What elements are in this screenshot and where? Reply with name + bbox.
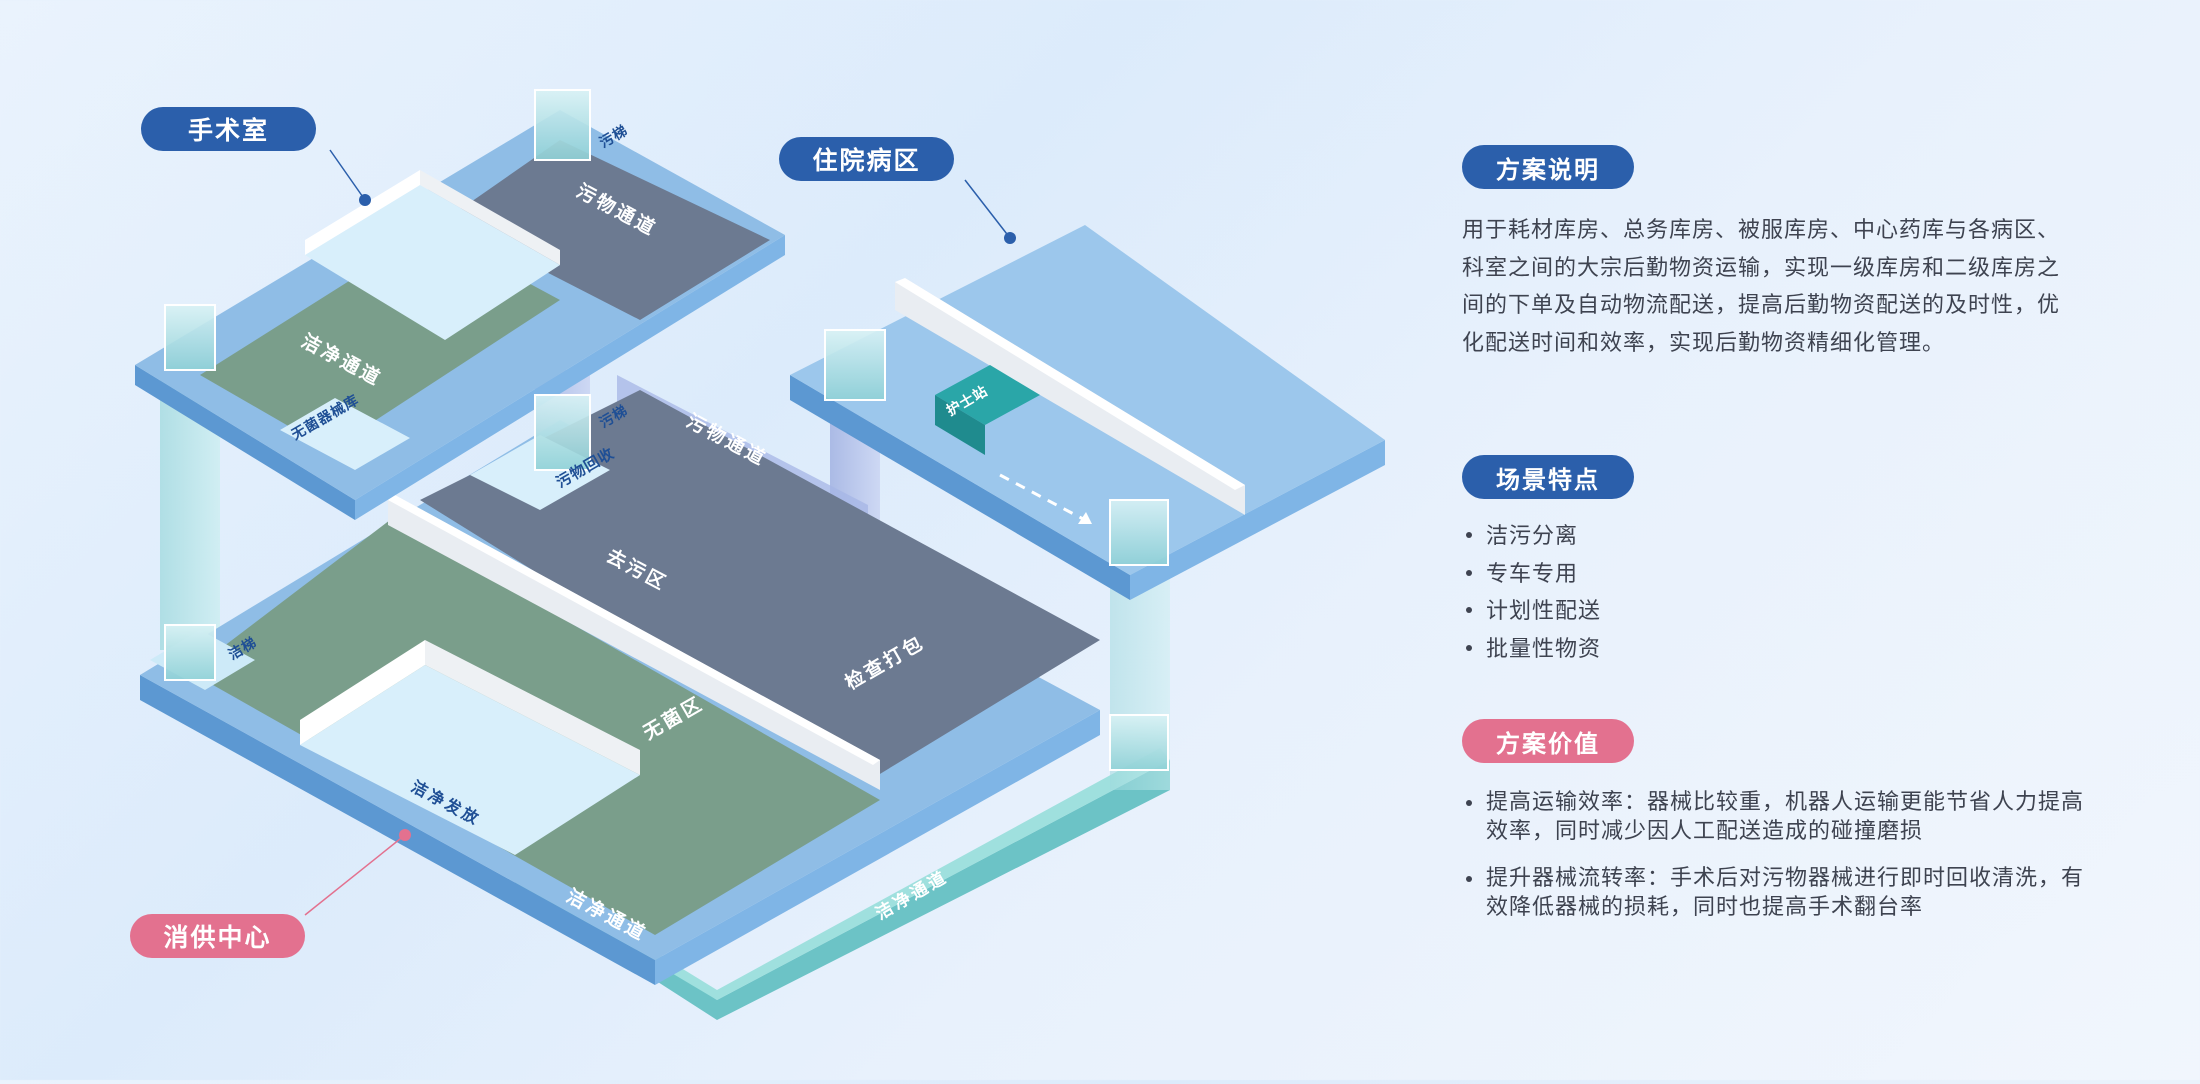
zone-tag-operating-room: 手术室 xyxy=(141,107,316,151)
dirty-recycle-pad xyxy=(470,394,610,510)
features-title: 场景特点 xyxy=(1462,455,1634,499)
value-item: 提高运输效率：器械比较重，机器人运输更能节省人力提高效率，同时减少因人工配送造成… xyxy=(1462,788,2086,846)
floor-sterile-supply xyxy=(140,390,1100,985)
floor-operating-room xyxy=(135,89,785,520)
zone-tag-sterile-supply: 消供中心 xyxy=(130,914,305,958)
plan-title: 方案说明 xyxy=(1462,145,1634,189)
feature-item: 专车专用 xyxy=(1462,556,1601,594)
plan-description: 用于耗材库房、总务库房、被服库房、中心药库与各病区、科室之间的大宗后勤物资运输，… xyxy=(1462,218,2061,356)
values-list: 提高运输效率：器械比较重，机器人运输更能节省人力提高效率，同时减少因人工配送造成… xyxy=(1462,788,2086,940)
value-item: 提升器械流转率：手术后对污物器械进行即时回收清洗，有效降低器械的损耗，同时也提高… xyxy=(1462,864,2086,922)
features-list: 洁污分离 专车专用 计划性配送 批量性物资 xyxy=(1462,518,1601,668)
feature-item: 洁污分离 xyxy=(1462,518,1601,556)
value-title: 方案价值 xyxy=(1462,719,1634,763)
floor-inpatient-ward xyxy=(790,225,1385,771)
feature-item: 批量性物资 xyxy=(1462,631,1601,669)
zone-tag-inpatient-ward: 住院病区 xyxy=(779,137,954,181)
feature-item: 计划性配送 xyxy=(1462,593,1601,631)
zone-connectors xyxy=(304,149,1016,916)
hospital-logistics-diagram: 污物通道 洁净通道 无菌器械库 污梯 污梯 污物回收 污物通道 去污区 检查打包… xyxy=(130,89,1385,1020)
